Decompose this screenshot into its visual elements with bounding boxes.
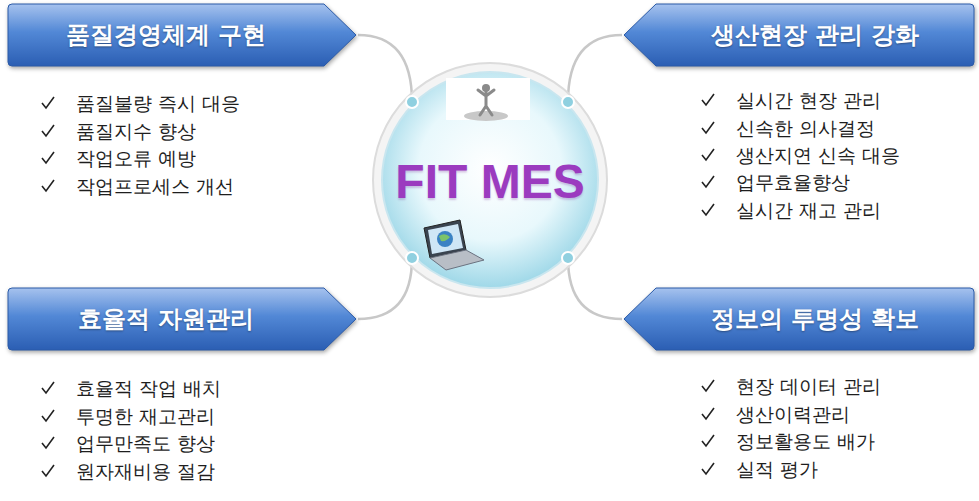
banner-heading: 품질경영체계 구현: [66, 20, 266, 50]
list-item: 실시간 현장 관리: [736, 88, 881, 112]
banner-heading: 효율적 자원관리: [78, 304, 254, 334]
heading-banner: 정보의 투명성 확보: [622, 288, 974, 350]
check-mark: [40, 408, 56, 424]
check-mark: [700, 461, 716, 477]
check-mark: [40, 178, 56, 194]
heading-banner: 생산현장 관리 강화: [622, 4, 974, 66]
list-item: 신속한 의사결정: [736, 116, 875, 140]
list-item: 원자재비용 절감: [76, 459, 215, 483]
list-item: 업무효율향상: [736, 170, 850, 194]
connector-arc: [568, 35, 622, 102]
connector-arc: [568, 258, 622, 319]
list-item: 현장 데이터 관리: [736, 374, 881, 398]
list-item: 실적 평가: [736, 457, 818, 481]
list-item: 투명한 재고관리: [76, 404, 215, 428]
list-item: 작업오류 예방: [76, 146, 196, 170]
check-mark: [700, 406, 716, 422]
heading-banner: 효율적 자원관리: [8, 288, 358, 350]
check-mark: [700, 433, 716, 449]
banner-heading: 정보의 투명성 확보: [711, 304, 920, 334]
list-item: 생산지연 신속 대응: [736, 143, 900, 167]
heading-banner: 품질경영체계 구현: [8, 4, 358, 66]
check-mark: [40, 380, 56, 396]
check-mark: [700, 378, 716, 394]
check-mark: [700, 147, 716, 163]
connector-arc: [358, 258, 412, 319]
check-mark: [700, 92, 716, 108]
mes-circle: FIT MES: [380, 70, 600, 290]
check-mark: [700, 120, 716, 136]
check-mark: [700, 202, 716, 218]
connector-arc: [358, 35, 412, 102]
check-mark: [40, 435, 56, 451]
banner-heading: 생산현장 관리 강화: [711, 20, 920, 50]
system-title: FIT MES: [380, 154, 600, 210]
list-item: 품질지수 향상: [76, 119, 196, 143]
list-item: 실시간 재고 관리: [736, 198, 881, 222]
list-item: 생산이력관리: [736, 402, 850, 426]
check-mark: [700, 174, 716, 190]
list-item: 효율적 작업 배치: [76, 376, 221, 400]
list-item: 업무만족도 향상: [76, 431, 215, 455]
check-mark: [40, 95, 56, 111]
check-mark: [40, 150, 56, 166]
list-item: 품질불량 즉시 대응: [76, 91, 240, 115]
list-item: 정보활용도 배가: [736, 429, 875, 453]
check-mark: [40, 123, 56, 139]
check-mark: [40, 463, 56, 479]
list-item: 작업프로세스 개선: [76, 174, 234, 198]
